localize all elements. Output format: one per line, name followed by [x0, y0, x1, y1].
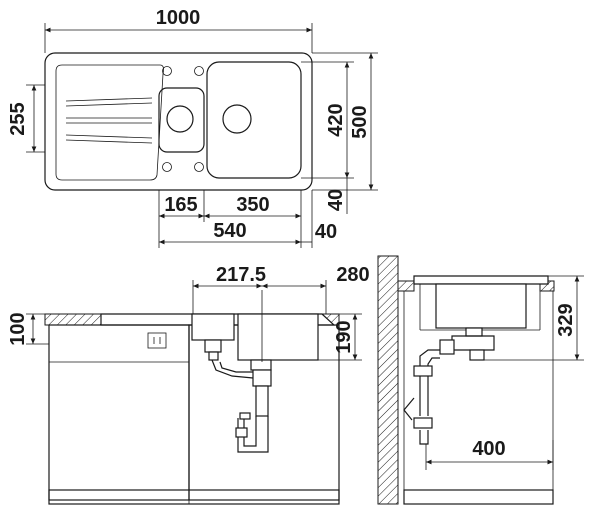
side-view: 329 400: [377, 255, 584, 505]
drainer-groove: [65, 139, 153, 144]
small-bowl-section: [191, 313, 235, 341]
drainer-groove: [65, 97, 153, 102]
dim-drain-offset: 217.5: [216, 264, 266, 286]
large-bowl-drain: [222, 104, 252, 134]
sink-outline: [44, 52, 313, 191]
dim-wall-distance: 400: [472, 438, 505, 460]
side-bowl: [435, 283, 527, 329]
dim-small-bowl-width: 165: [164, 194, 197, 216]
tap-hole: [162, 66, 204, 172]
dim-depth-overall: 500: [349, 105, 371, 138]
dim-bowl-depth: 190: [333, 320, 355, 353]
side-sink-rim: [413, 275, 549, 285]
dim-bowls-total: 540: [213, 220, 246, 242]
drainer-outline: [55, 64, 164, 181]
top-view: 1000 255 420 500 40 165 350 540 40: [7, 7, 378, 248]
plinth: [48, 489, 340, 505]
dim-width-overall: 1000: [156, 7, 201, 29]
dim-worktop-thickness: 100: [7, 312, 29, 345]
drainer-groove: [65, 102, 153, 107]
dim-large-bowl-width: 350: [236, 194, 269, 216]
socket-icon: [147, 332, 167, 349]
dim-depth-inner: 420: [325, 103, 347, 136]
cabinet-left: [48, 324, 190, 501]
small-bowl: [158, 87, 205, 153]
worktop: [44, 313, 102, 326]
dim-side-edge: 40: [315, 221, 337, 243]
dim-side-offset: 280: [336, 264, 369, 286]
small-bowl-drain: [166, 105, 194, 133]
side-worktop: [397, 280, 415, 292]
side-plinth: [403, 489, 554, 505]
dim-front-edge: 40: [325, 189, 347, 211]
front-view: 217.5 280 190 100: [7, 264, 370, 505]
large-bowl: [206, 61, 302, 179]
drainer-groove: [65, 134, 153, 139]
large-bowl-section: [237, 313, 319, 361]
dim-small-bowl-depth: 255: [7, 102, 29, 135]
dim-bowl-height: 329: [555, 303, 577, 336]
wall: [377, 255, 399, 505]
